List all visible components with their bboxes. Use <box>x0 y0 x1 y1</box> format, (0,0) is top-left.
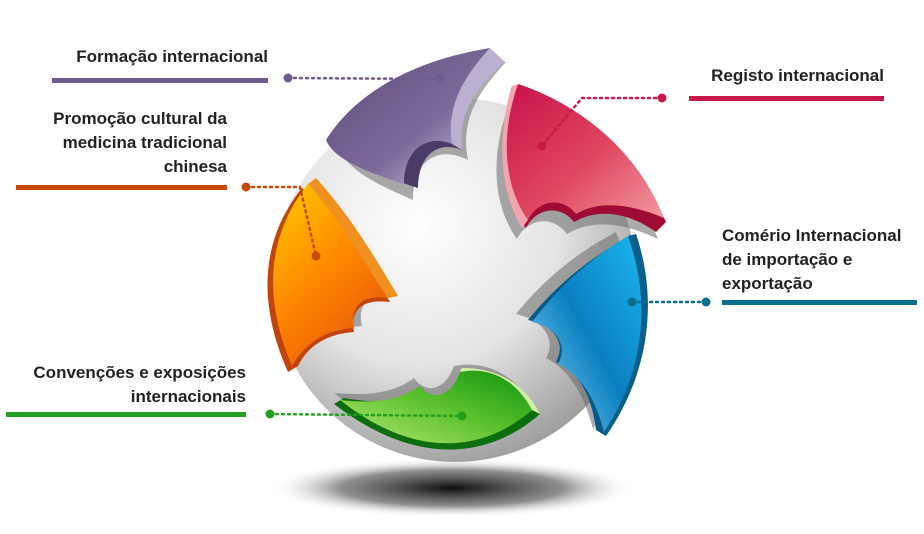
orange-petal <box>267 178 398 372</box>
red-petal <box>502 84 666 232</box>
label-underlines <box>6 78 917 417</box>
dot-formacao-inner <box>435 74 445 84</box>
underline-formacao <box>52 78 268 83</box>
label-promocao: Promoção cultural da medicina tradiciona… <box>53 109 227 176</box>
label-comercio: Comério Internacional de importação e ex… <box>722 226 902 293</box>
connector-dots <box>241 73 711 421</box>
dot-registo-inner <box>537 141 547 151</box>
label-convencoes: Convenções e exposições internacionais <box>33 363 246 406</box>
underline-registo <box>689 96 884 101</box>
label-formacao: Formação internacional <box>76 47 268 66</box>
connectors <box>244 76 708 418</box>
purple-petal <box>326 48 505 188</box>
connector-promocao <box>244 185 318 258</box>
dot-registo-outer <box>657 93 667 103</box>
dot-comercio-outer <box>701 297 711 307</box>
dot-promocao-inner <box>311 251 321 261</box>
dot-promocao-outer <box>241 182 251 192</box>
label-registo: Registo internacional <box>711 66 884 85</box>
green-petal <box>334 368 540 450</box>
underline-comercio <box>722 300 917 305</box>
ground-shadow <box>267 458 637 518</box>
dot-convencoes-outer <box>265 409 275 419</box>
underline-promocao <box>16 185 227 190</box>
blue-petal <box>528 234 648 436</box>
connector-registo <box>540 96 664 148</box>
dot-formacao-outer <box>283 73 293 83</box>
dot-comercio-inner <box>627 297 637 307</box>
dot-convencoes-inner <box>457 411 467 421</box>
underline-convencoes <box>6 412 246 417</box>
connector-convencoes <box>268 412 464 418</box>
connector-formacao <box>286 76 442 81</box>
